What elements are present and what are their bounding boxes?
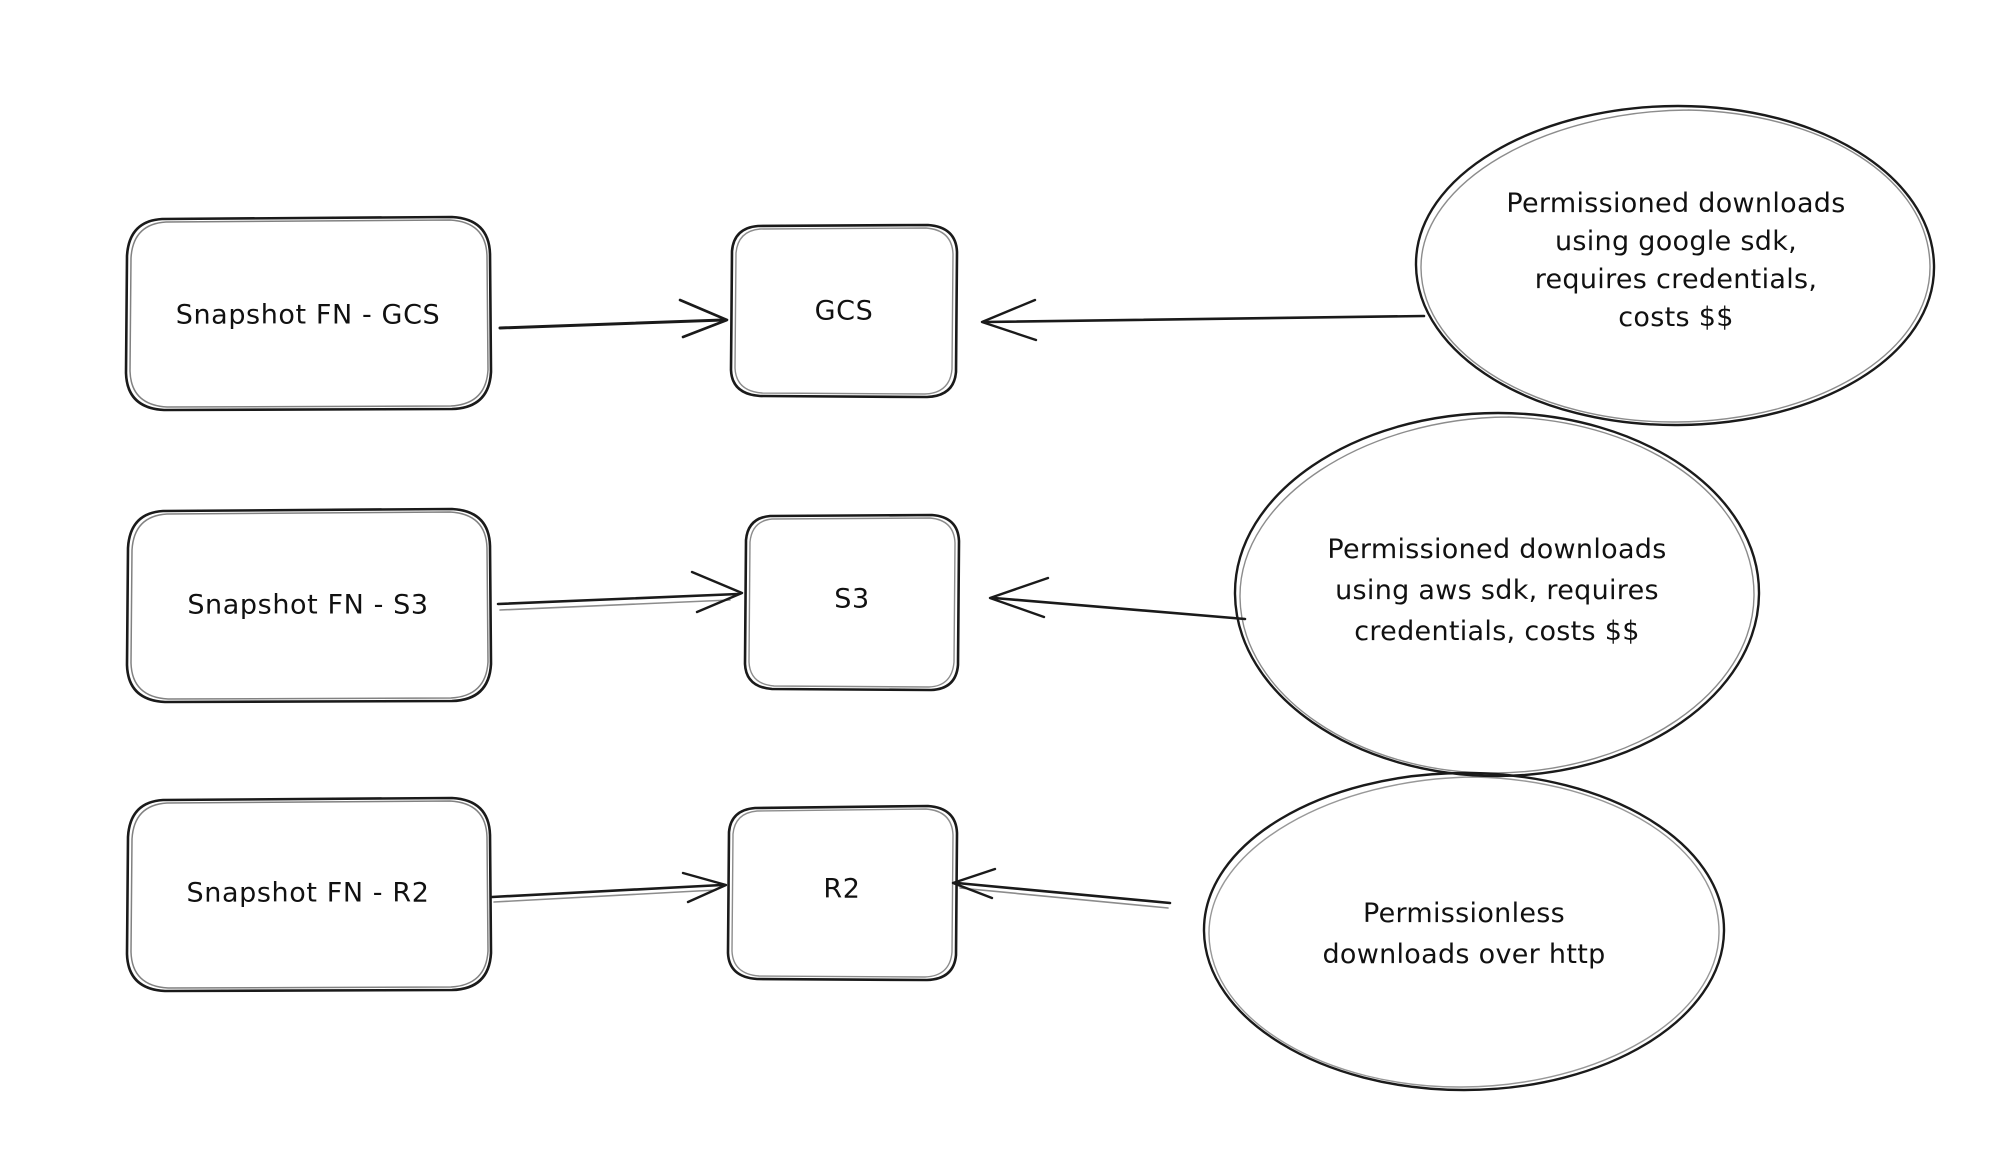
node-label-gcs: GCS [815,296,874,327]
node-label-r2: R2 [823,874,860,905]
note-s3-line-1: Permissioned downloads [1327,534,1666,565]
note-s3-line-2: using aws sdk, requires [1335,575,1659,606]
node-label-snapshot-fn-gcs: Snapshot FN - GCS [176,300,441,331]
note-gcs-line-4: costs $$ [1618,302,1733,333]
node-snapshot-fn-r2[interactable]: Snapshot FN - R2 [125,796,493,993]
node-label-snapshot-fn-r2: Snapshot FN - R2 [187,878,430,909]
edge-gcs-download [980,298,1426,342]
node-snapshot-fn-gcs[interactable]: Snapshot FN - GCS [124,215,493,412]
edge-r2-upload [490,871,728,904]
note-r2-line-1: Permissionless [1363,898,1565,929]
node-label-s3: S3 [834,584,870,615]
edge-s3-download [988,576,1247,621]
note-gcs-line-1: Permissioned downloads [1506,188,1845,219]
edge-r2-download [951,867,1172,909]
node-snapshot-fn-s3[interactable]: Snapshot FN - S3 [125,507,493,704]
node-gcs[interactable]: GCS [729,223,959,399]
note-s3-line-3: credentials, costs $$ [1354,616,1640,647]
note-r2-line-2: downloads over http [1322,939,1605,970]
note-gcs[interactable]: Permissioned downloads using google sdk,… [1414,104,1936,427]
edge-s3-upload [496,570,744,614]
edge-gcs-upload [498,298,729,339]
note-gcs-line-2: using google sdk, [1555,226,1797,257]
node-r2[interactable]: R2 [726,804,959,982]
note-r2[interactable]: Permissionless downloads over http [1202,771,1726,1092]
note-gcs-line-3: requires credentials, [1535,264,1818,295]
node-s3[interactable]: S3 [743,513,961,692]
node-label-snapshot-fn-s3: Snapshot FN - S3 [187,590,428,621]
note-s3[interactable]: Permissioned downloads using aws sdk, re… [1233,411,1761,778]
